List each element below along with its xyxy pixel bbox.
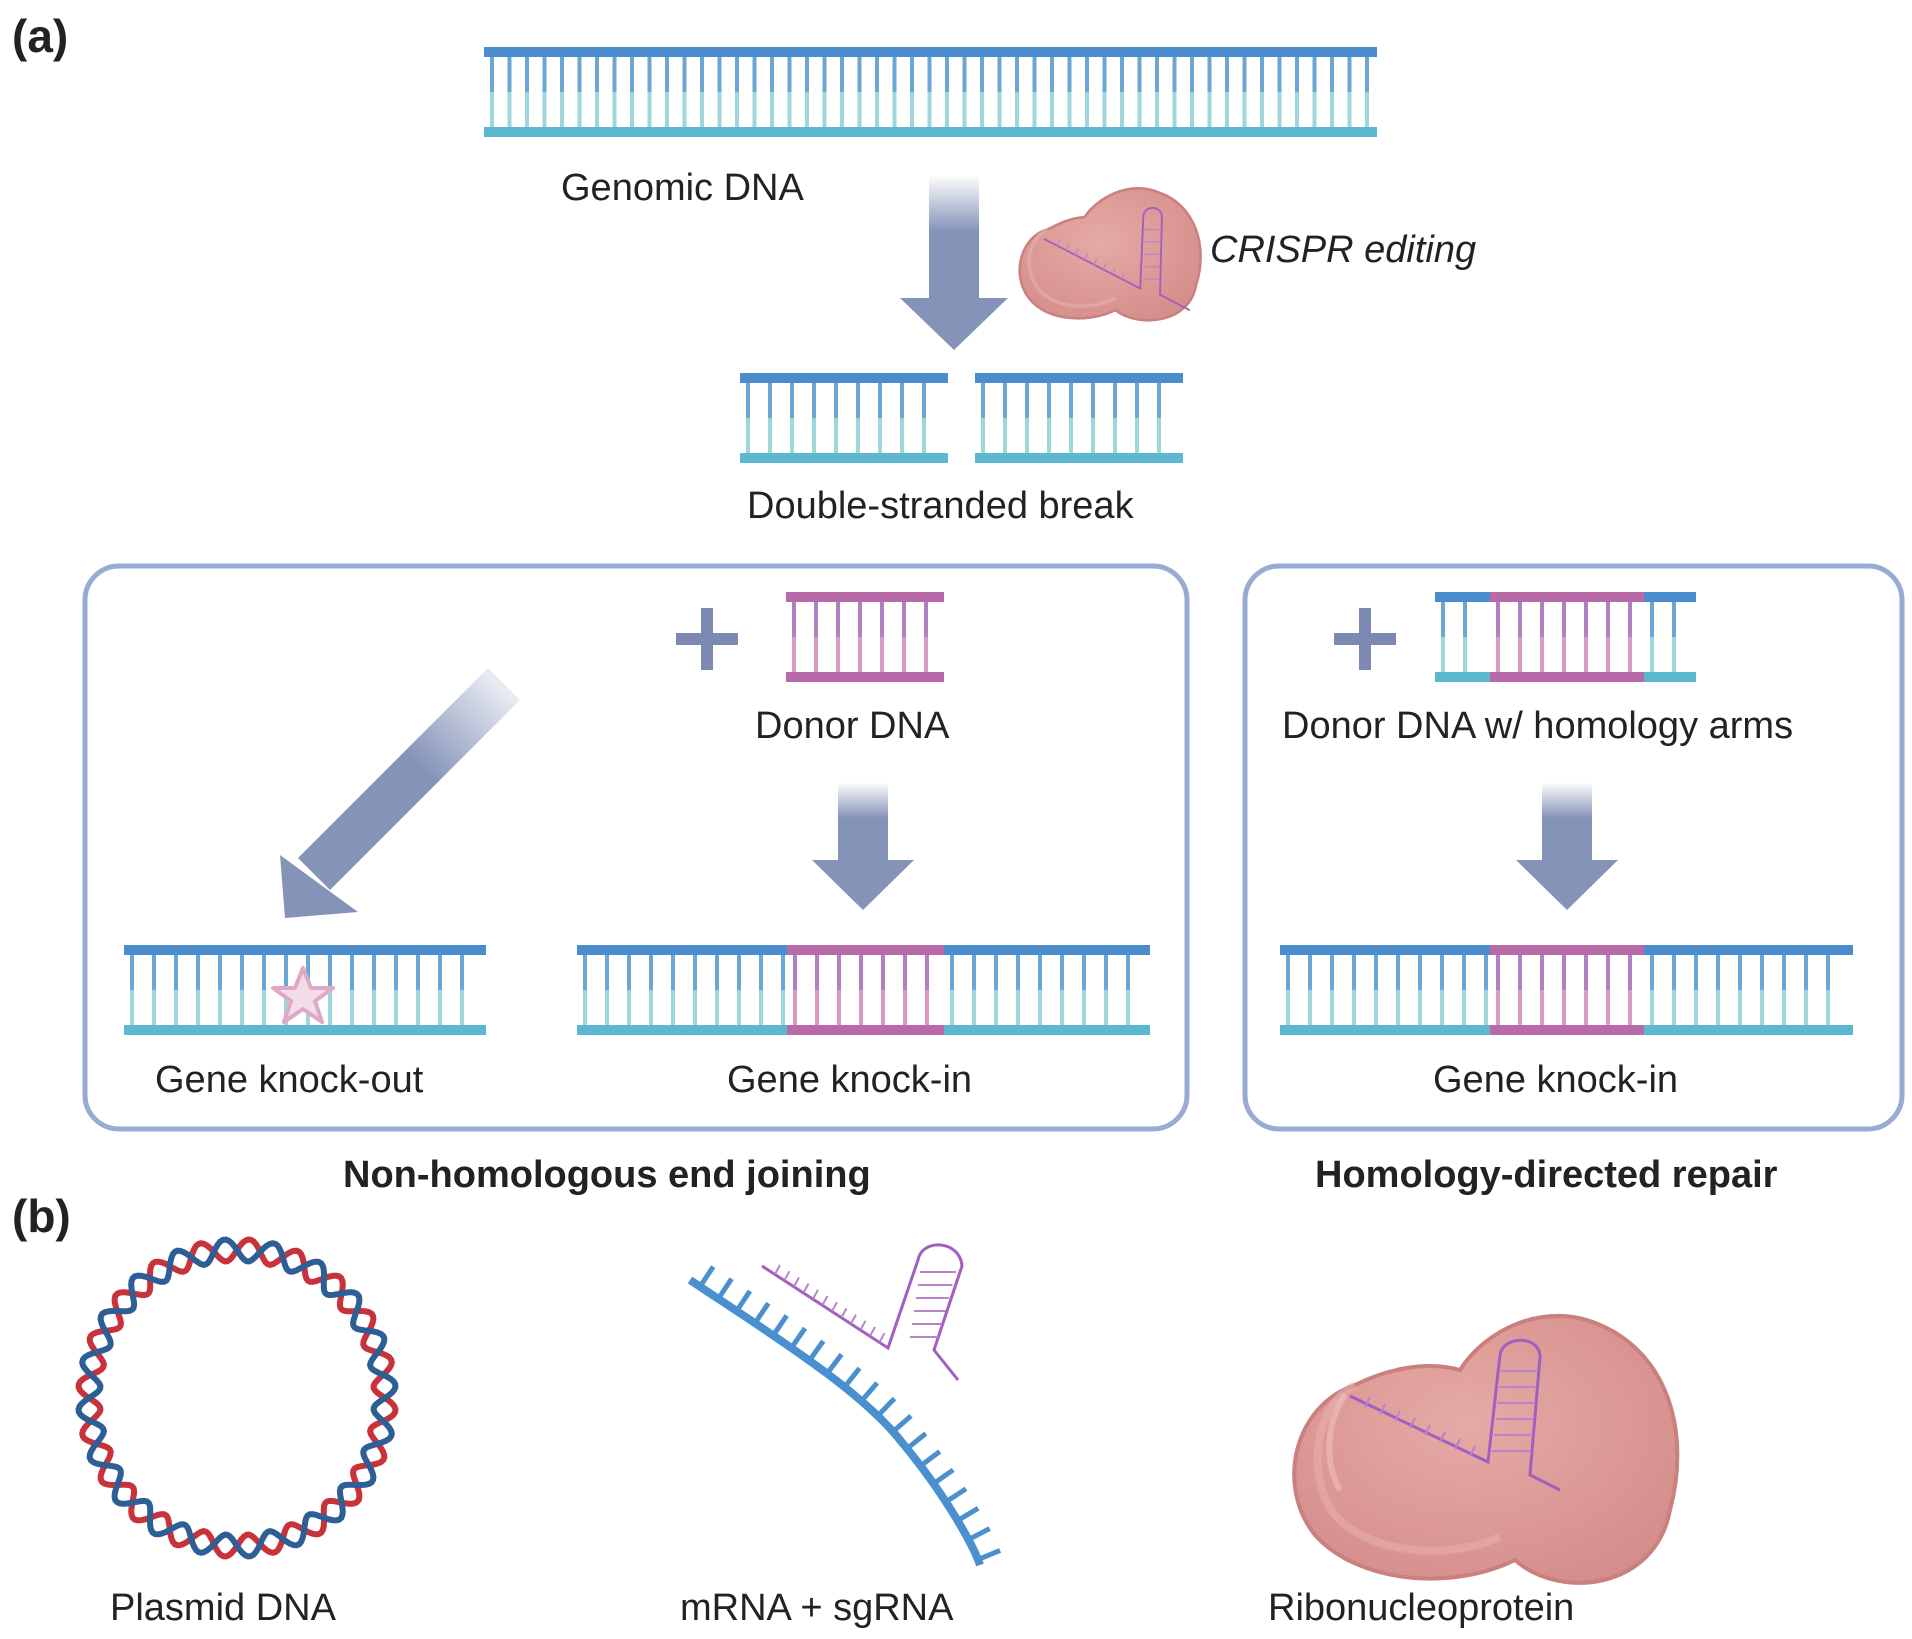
hdr-box xyxy=(1242,563,1905,1132)
dna-strand xyxy=(787,945,944,955)
mrna-tick xyxy=(842,1366,862,1389)
mrna-tick xyxy=(875,1396,897,1418)
dna-strand xyxy=(740,453,948,463)
dna-strand xyxy=(1435,672,1490,682)
plus-icon xyxy=(676,608,738,670)
mrna-tick xyxy=(807,1339,826,1363)
mrna-tick xyxy=(771,1314,789,1337)
arrow-down-icon xyxy=(1516,782,1618,910)
dna-strand xyxy=(1280,945,1490,955)
mrna-tick xyxy=(825,1352,844,1376)
dna-strand xyxy=(1644,672,1696,682)
plasmid-label: Plasmid DNA xyxy=(110,1587,337,1629)
sgrna-tick xyxy=(859,1320,867,1331)
mrna-tick xyxy=(944,1486,968,1504)
arrow-down-icon xyxy=(812,782,914,910)
plus-icon xyxy=(1334,608,1396,670)
ribonucleoprotein-icon xyxy=(1292,1313,1680,1585)
mrna-tick xyxy=(752,1301,771,1325)
dna-strand xyxy=(1490,1025,1644,1035)
dna-strand xyxy=(1644,945,1853,955)
sgrna-tick xyxy=(850,1314,857,1325)
dna-strand xyxy=(975,453,1183,463)
dna-strand xyxy=(124,1025,486,1035)
arrow-down-icon xyxy=(900,175,1008,350)
dna-strand xyxy=(944,1025,1150,1035)
double-strand-break-label: Double-stranded break xyxy=(747,485,1135,527)
dna-strand xyxy=(787,1025,944,1035)
donor-dna-ladder xyxy=(786,592,944,682)
mrna-tick xyxy=(905,1431,928,1451)
mrna-tick xyxy=(716,1277,734,1301)
sgrna-icon xyxy=(761,1243,964,1381)
sgrna-tick xyxy=(821,1295,829,1306)
dna-strand xyxy=(1490,592,1644,602)
mrna-tick xyxy=(956,1506,980,1523)
dna-strand xyxy=(124,945,486,955)
gene-knock-in-nhej-label: Gene knock-in xyxy=(727,1059,972,1101)
plasmid-icon xyxy=(75,1236,399,1560)
mrna-tick xyxy=(697,1265,716,1289)
donor-dna-arms-label: Donor DNA w/ homology arms xyxy=(1282,705,1793,747)
knockin-hdr-ladder xyxy=(1280,945,1853,1035)
mrna-icon xyxy=(687,1265,1002,1567)
panel-a-letter: (a) xyxy=(12,10,68,62)
break-dna-right xyxy=(975,373,1183,463)
sgrna-tick xyxy=(774,1264,781,1275)
mrna-tick xyxy=(967,1526,991,1542)
break-dna-left xyxy=(740,373,948,463)
sgrna-tick xyxy=(783,1270,791,1281)
arrow-diagonal-icon xyxy=(280,668,520,918)
rnp-label: Ribonucleoprotein xyxy=(1268,1587,1574,1629)
dna-strand xyxy=(1490,672,1644,682)
mrna-label: mRNA + sgRNA xyxy=(680,1587,954,1629)
knockin-nhej-ladder xyxy=(577,945,1150,1035)
dna-strand xyxy=(1490,945,1644,955)
dna-strand xyxy=(1435,592,1490,602)
dna-strand xyxy=(484,127,1377,137)
dna-strand xyxy=(577,945,787,955)
mrna-tick xyxy=(859,1381,880,1403)
genomic-dna-ladder xyxy=(484,47,1377,137)
sgrna-tick xyxy=(802,1283,810,1294)
panel-b-letter: (b) xyxy=(12,1190,71,1242)
crispr-editing-label: CRISPR editing xyxy=(1210,229,1476,271)
gene-knock-in-hdr-label: Gene knock-in xyxy=(1433,1059,1678,1101)
mrna-tick xyxy=(976,1548,1002,1562)
genomic-dna-label: Genomic DNA xyxy=(561,167,804,209)
dna-strand xyxy=(740,373,948,383)
dna-strand xyxy=(484,47,1377,57)
hdr-caption: Homology-directed repair xyxy=(1315,1154,1778,1196)
sgrna-tick xyxy=(793,1276,800,1287)
dna-strand xyxy=(786,592,944,602)
nhej-caption: Non-homologous end joining xyxy=(343,1154,871,1196)
dna-strand xyxy=(975,373,1183,383)
sgrna-tick xyxy=(840,1307,848,1318)
knockout-dna-ladder xyxy=(124,945,486,1035)
star-icon xyxy=(271,966,335,1024)
mrna-tick xyxy=(891,1413,913,1434)
sgrna-tick xyxy=(869,1326,876,1337)
dna-strand xyxy=(1280,1025,1490,1035)
mrna-tick xyxy=(932,1467,955,1486)
donor-arms-ladder xyxy=(1435,592,1696,682)
sgrna-tick xyxy=(878,1332,886,1343)
donor-dna-label: Donor DNA xyxy=(755,705,950,747)
mrna-tick xyxy=(734,1289,753,1313)
mrna-tick xyxy=(919,1449,942,1468)
dna-strand xyxy=(944,945,1150,955)
dna-strand xyxy=(1644,1025,1853,1035)
cas9-protein-icon xyxy=(1018,187,1202,322)
sgrna-tick xyxy=(831,1301,838,1312)
dna-strand xyxy=(577,1025,787,1035)
nhej-box xyxy=(82,563,1190,1132)
gene-knock-out-label: Gene knock-out xyxy=(155,1059,424,1101)
dna-strand xyxy=(1644,592,1696,602)
sgrna-tick xyxy=(812,1289,819,1300)
dna-strand xyxy=(786,672,944,682)
mrna-tick xyxy=(789,1326,808,1350)
